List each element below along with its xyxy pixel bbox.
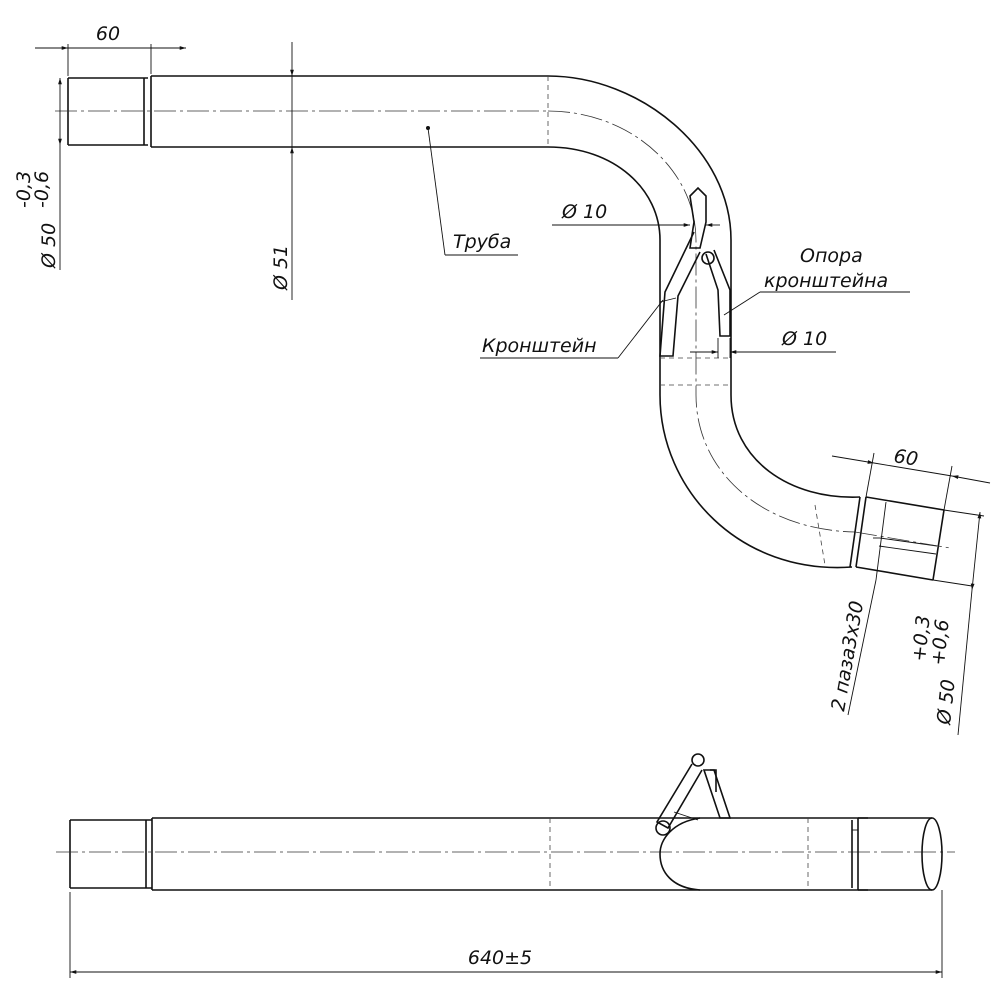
callout-pipe-label: Труба: [453, 231, 511, 253]
dimension-rod-diameter-1: Ø 10: [552, 201, 720, 227]
dim-end-length-left: 60: [96, 23, 120, 45]
right-end-sleeve: [849, 496, 951, 581]
dimension-diameter-51: Ø 51: [270, 42, 294, 300]
callout-bracket-support: Опора кронштейна: [723, 245, 910, 316]
dim-slots-label: 2 паза3х30: [827, 599, 868, 713]
callout-bracket: Кронштейн: [480, 299, 664, 359]
dimension-slots: 2 паза3х30: [827, 501, 887, 716]
dim-diameter-left-main: Ø 50: [38, 223, 60, 269]
callout-support-label-line2: кронштейна: [764, 270, 888, 292]
dimension-diameter-left-end: Ø 50 -0,3 -0,6: [13, 78, 62, 270]
bracket: [659, 186, 731, 357]
callout-support-label-line1: Опора: [800, 245, 863, 267]
dim-diameter-left-tol-lower: -0,6: [31, 171, 53, 208]
dimension-overall-length: 640±5: [69, 890, 943, 978]
top-view: [55, 75, 951, 581]
dim-diameter-51: Ø 51: [270, 245, 292, 291]
dimension-diameter-right-end: Ø 50 +0,3 +0,6: [908, 509, 985, 736]
pipe-outline: [55, 75, 861, 569]
dim-diameter-right-main: Ø 50: [933, 678, 960, 726]
callout-bracket-label: Кронштейн: [482, 335, 597, 357]
dim-diameter-right-tol-lower: +0,6: [927, 618, 954, 666]
dim-overall-length: 640±5: [468, 947, 532, 969]
side-view: [56, 753, 955, 891]
callout-pipe: Труба: [426, 126, 518, 256]
dim-diameter-right-tol-upper: +0,3: [908, 614, 935, 662]
dim-diameter-left-tol-upper: -0,3: [13, 171, 35, 208]
dim-end-length-right: 60: [892, 445, 919, 471]
left-end-sleeve: [67, 76, 152, 147]
dim-rod-diameter-1: Ø 10: [561, 201, 607, 223]
dim-rod-diameter-2: Ø 10: [781, 328, 827, 350]
dimension-end-length-right: 60: [831, 445, 991, 511]
side-bracket: [655, 753, 732, 836]
dimension-rod-diameter-2: Ø 10: [690, 328, 836, 358]
dimension-end-length-left: 60: [35, 23, 187, 76]
